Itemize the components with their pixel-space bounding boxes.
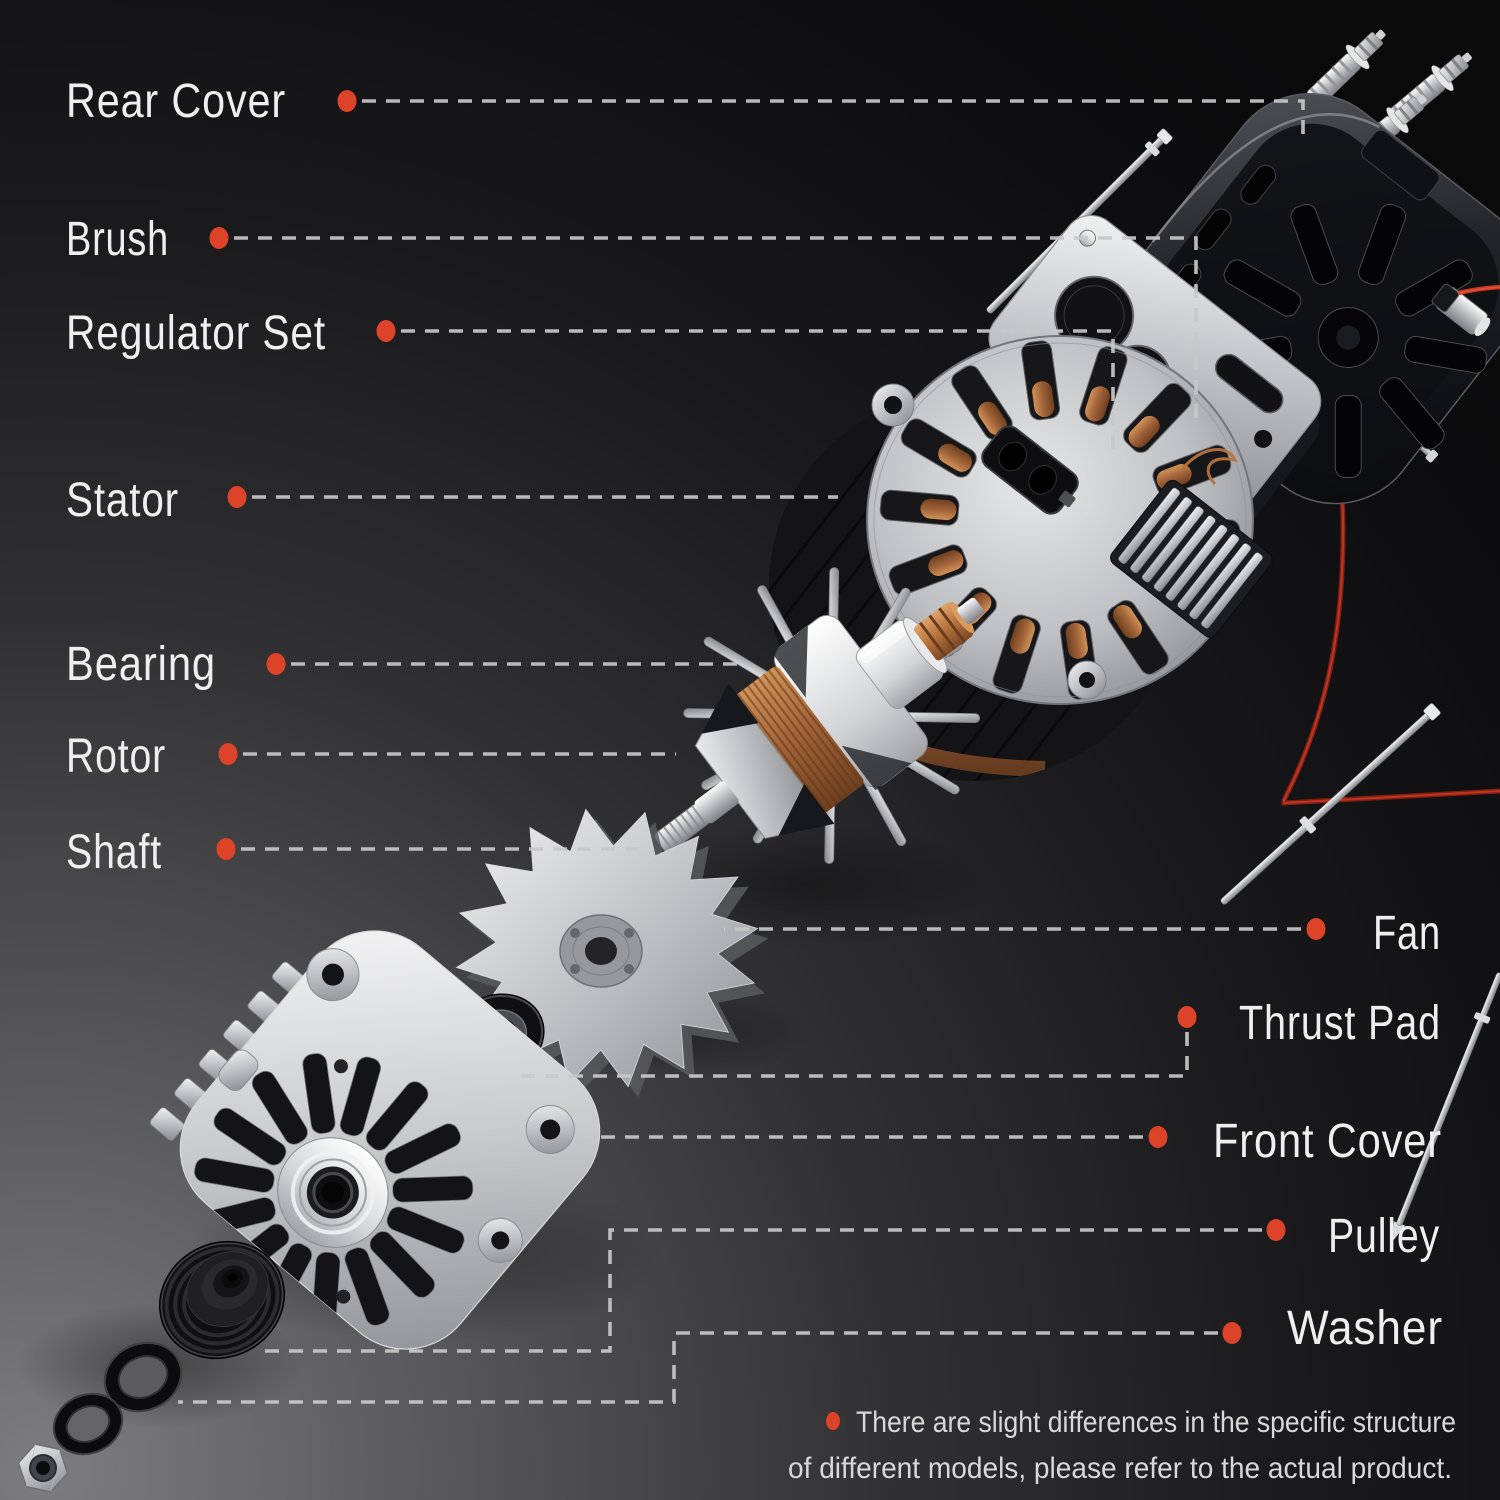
label-dot bbox=[266, 653, 286, 675]
label-dot bbox=[209, 227, 229, 249]
shaft-threads bbox=[657, 805, 708, 851]
part-label-regulator-set: Regulator Set bbox=[66, 307, 326, 360]
leader-line-brush bbox=[234, 236, 1198, 424]
front-cover-lug bbox=[477, 1217, 523, 1263]
part-labels: Rear Cover Brush Regulator Set Stator Be… bbox=[66, 75, 1443, 1355]
front-cover-lug bbox=[525, 1105, 575, 1155]
battery-terminal bbox=[1431, 283, 1491, 336]
stator-connector bbox=[981, 425, 1079, 515]
label-dot bbox=[1177, 1006, 1197, 1028]
terminal-wire bbox=[1457, 284, 1500, 296]
label-dots bbox=[209, 90, 1326, 1344]
front-cover-lug bbox=[306, 948, 360, 1002]
front-cover-boss bbox=[277, 1137, 389, 1248]
leader-line-rear-cover bbox=[362, 99, 1305, 135]
disclaimer-note: There are slight differences in the spec… bbox=[788, 1406, 1456, 1485]
field-wire bbox=[1181, 448, 1238, 486]
regulator-heatsink bbox=[1110, 479, 1273, 638]
label-dot bbox=[337, 90, 357, 112]
note-bullet bbox=[826, 1412, 840, 1430]
note-line-1: There are slight differences in the spec… bbox=[856, 1406, 1456, 1439]
stator-mounting-ear bbox=[871, 383, 915, 427]
part-label-front-cover: Front Cover bbox=[1213, 1115, 1442, 1168]
through-bolt-stud bbox=[1392, 972, 1500, 1242]
through-bolt-stud bbox=[1220, 703, 1441, 905]
part-label-pulley: Pulley bbox=[1328, 1210, 1440, 1263]
part-label-shaft: Shaft bbox=[66, 826, 162, 879]
leader-line-washer bbox=[178, 1331, 1218, 1404]
part-label-rear-cover: Rear Cover bbox=[66, 75, 286, 128]
label-dot bbox=[216, 838, 236, 860]
shaft-rear-stub bbox=[957, 597, 984, 624]
front-cover-tab bbox=[218, 1049, 259, 1091]
part-label-thrust-pad: Thrust Pad bbox=[1239, 997, 1441, 1050]
note-line-2: of different models, please refer to the… bbox=[788, 1452, 1452, 1485]
front-cover-bore bbox=[321, 1181, 344, 1204]
pulley-part bbox=[158, 1240, 286, 1360]
washer-part bbox=[52, 1392, 124, 1456]
leader-line-pulley bbox=[264, 1228, 1262, 1353]
fan-center-hole bbox=[585, 937, 617, 965]
part-label-fan: Fan bbox=[1373, 907, 1441, 960]
part-label-bearing: Bearing bbox=[66, 638, 216, 691]
label-dot bbox=[218, 743, 238, 765]
label-dot bbox=[1148, 1126, 1168, 1148]
shaft-part bbox=[694, 781, 739, 824]
stator-mounting-ear bbox=[1067, 660, 1107, 700]
label-dot bbox=[1266, 1219, 1286, 1241]
leader-line-regulator-set bbox=[401, 329, 1115, 456]
front-cover-part bbox=[149, 930, 601, 1350]
part-label-washer: Washer bbox=[1287, 1302, 1443, 1355]
rotor-coil-ribs bbox=[736, 665, 864, 813]
rotor-part bbox=[654, 567, 984, 864]
leader-lines bbox=[178, 99, 1305, 1404]
leader-line-thrust-pad bbox=[515, 1032, 1189, 1078]
label-dot bbox=[227, 486, 247, 508]
label-dot bbox=[1306, 918, 1326, 940]
part-label-stator: Stator bbox=[66, 474, 179, 527]
part-label-brush: Brush bbox=[66, 213, 169, 266]
part-label-rotor: Rotor bbox=[66, 730, 166, 783]
label-dot bbox=[376, 320, 396, 342]
washer-part bbox=[103, 1341, 183, 1413]
lock-nut-part bbox=[17, 1443, 69, 1493]
label-dot bbox=[1222, 1322, 1242, 1344]
